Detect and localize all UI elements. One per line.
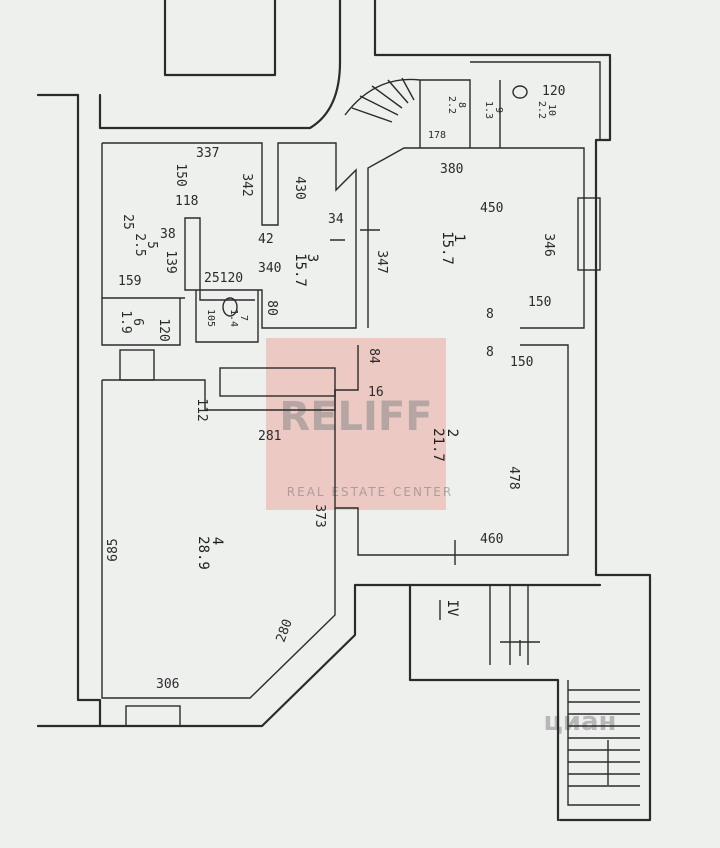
dim-460: 460: [480, 532, 503, 547]
room-8-area: 2.2: [446, 96, 457, 114]
room-3-number: 3: [304, 254, 320, 262]
dim-178: 178: [428, 130, 446, 141]
room-10-area: 2.2: [536, 101, 547, 119]
dim-342: 342: [239, 173, 254, 196]
dim-118: 118: [175, 194, 198, 209]
dim-337: 337: [196, 146, 219, 161]
dim-159: 159: [118, 274, 141, 289]
stair-bottom-steps: [567, 680, 640, 806]
dim-16: 16: [368, 385, 384, 400]
dim-373: 373: [312, 504, 327, 527]
room-10-number: 10: [546, 104, 557, 116]
watermark-tagline: REAL ESTATE CENTER: [287, 485, 453, 499]
dim-306: 306: [156, 677, 179, 692]
dim-450: 450: [480, 201, 503, 216]
dim-25120: 25120: [204, 271, 243, 286]
dim-346: 346: [541, 233, 556, 256]
room-5-number: 5: [144, 241, 159, 249]
watermark: RELIFF REAL ESTATE CENTER циан: [266, 338, 617, 737]
dim-8-upper: 8: [486, 307, 494, 322]
right-cabinet: [577, 197, 601, 271]
closet-block: [219, 367, 336, 397]
dim-150-door: 150: [528, 295, 551, 310]
dim-430: 430: [292, 176, 307, 199]
wc-walls: [101, 290, 259, 346]
dimension-labels: 337 150 118 342 430 38 139 25 42 340 251…: [106, 84, 565, 692]
dim-150-left: 150: [173, 163, 188, 186]
dim-347: 347: [374, 250, 389, 273]
left-outer-wall: [36, 93, 102, 728]
dim-380: 380: [440, 162, 463, 177]
window-bottom: [125, 705, 181, 727]
watermark-brand: RELIFF: [279, 394, 432, 440]
room-5-area: 2.5: [132, 233, 147, 256]
watermark-corner-mark: циан: [544, 707, 617, 737]
stair-bottom: [489, 585, 540, 665]
dim-139: 139: [163, 250, 178, 273]
room-6-area: 1.9: [118, 310, 133, 333]
door-markers: [330, 229, 521, 656]
room-6-number: 6: [130, 318, 145, 326]
stair-top: [344, 61, 601, 148]
room-2-walls: [334, 344, 569, 556]
toilet-icon: [222, 297, 238, 317]
dim-84: 84: [366, 348, 381, 364]
watermark-block: [266, 338, 446, 510]
top-right-wall: [373, 0, 652, 822]
top-left-wall: [36, 0, 342, 130]
dim-120-wc: 120: [156, 318, 171, 341]
dim-478: 478: [506, 466, 521, 489]
dim-281: 281: [258, 429, 281, 444]
dim-105: 105: [205, 309, 216, 327]
room-7-number: 7: [238, 315, 249, 321]
room-7-area: 1.4: [228, 309, 239, 327]
room-8-number: 8: [456, 102, 467, 108]
room-1-number: 1: [451, 234, 467, 242]
dim-8-lower: 8: [486, 345, 494, 360]
dim-685: 685: [106, 538, 121, 561]
dim-340: 340: [258, 261, 281, 276]
dim-25: 25: [120, 214, 135, 230]
room-4-walls: [101, 379, 336, 699]
room-9-number: 9: [493, 107, 504, 113]
room-4-number: 4: [209, 537, 225, 545]
top-stair-box: [163, 0, 277, 77]
dim-120-top: 120: [542, 84, 565, 99]
room-1-walls: [367, 147, 585, 329]
room-4-area: 28.9: [195, 536, 211, 570]
room-3-walls: [102, 142, 357, 329]
toilet-icon-top: [512, 85, 528, 99]
dim-38: 38: [160, 227, 176, 242]
dim-34: 34: [328, 212, 344, 227]
window-left: [119, 349, 155, 381]
room-2-area: 21.7: [430, 428, 446, 462]
room-labels: 115.7 221.7 315.7 428.9 52.5 61.9 71.4 8…: [118, 96, 557, 617]
outer-walls: [36, 0, 652, 822]
right-stair-wall: [408, 583, 602, 822]
room-9-area: 1.3: [483, 101, 494, 119]
room-2-number: 2: [444, 429, 460, 437]
stair-top-steps: [351, 77, 415, 123]
stair-label: IV: [444, 600, 460, 617]
room-1-area: 15.7: [439, 231, 455, 265]
bottom-wall: [98, 583, 412, 728]
dim-42: 42: [258, 232, 274, 247]
dim-150-room2: 150: [510, 355, 533, 370]
dim-80: 80: [264, 300, 279, 316]
interior-walls: [101, 61, 640, 806]
dim-112: 112: [194, 398, 209, 421]
room-3-area: 15.7: [292, 253, 308, 287]
